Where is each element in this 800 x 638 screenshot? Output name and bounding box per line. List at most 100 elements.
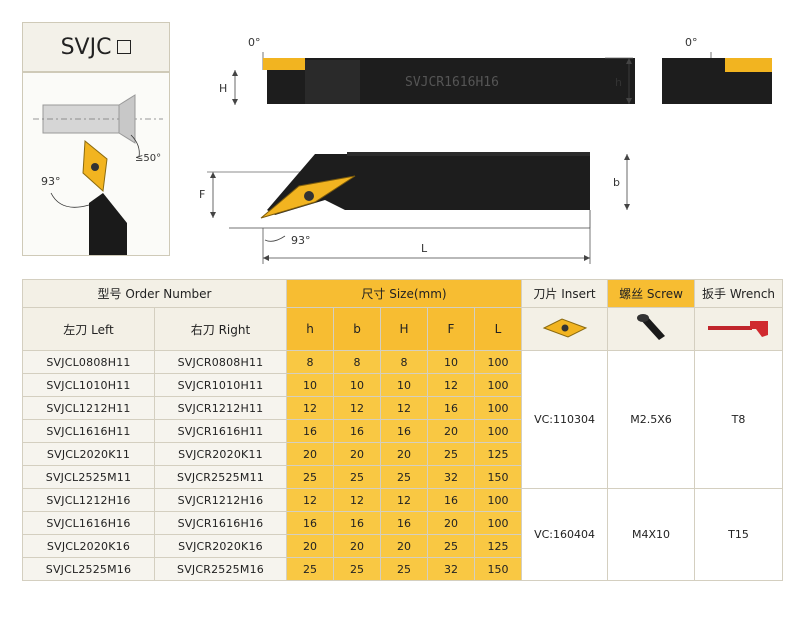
size-H-cell: 8 [380, 350, 428, 374]
shank-body-shape [267, 154, 590, 215]
wrench-icon [707, 320, 768, 337]
size-F-cell: 32 [427, 557, 475, 581]
size-L-cell: 100 [473, 419, 523, 443]
insert-icon-cell [521, 307, 609, 351]
size-H-cell: 12 [380, 396, 428, 420]
insert-spec-cell: VC:110304 [521, 350, 609, 489]
size-h-cell: 8 [286, 350, 334, 374]
wrench-icon-cell [694, 307, 784, 351]
size-b-cell: 8 [333, 350, 381, 374]
size-h-cell: 16 [286, 511, 334, 535]
right-model-cell: SVJCR2525M16 [154, 557, 287, 581]
size-L-cell: 100 [473, 350, 523, 374]
size-H-cell: 20 [380, 534, 428, 558]
dim-h-label: h [615, 76, 622, 89]
left-model-cell: SVJCL0808H11 [22, 350, 155, 374]
detail-illustration: 93° ≤50° [22, 72, 170, 256]
col-b-header: b [333, 307, 381, 351]
right-model-cell: SVJCR1616H16 [154, 511, 287, 535]
screw-icon [637, 313, 666, 340]
tool-side-view: 0° 0° H SVJCR1616H16 h [219, 36, 772, 105]
size-b-cell: 16 [333, 419, 381, 443]
col-h-header: h [286, 307, 334, 351]
size-L-cell: 100 [473, 511, 523, 535]
insert-icon [542, 317, 587, 338]
size-L-cell: 100 [473, 373, 523, 397]
size-H-cell: 12 [380, 488, 428, 512]
dim-L-label: L [421, 242, 428, 255]
insert-spec-cell: VC:160404 [521, 488, 609, 581]
right-model-cell: SVJCR2525M11 [154, 465, 287, 489]
right-model-cell: SVJCR1212H11 [154, 396, 287, 420]
size-F-cell: 25 [427, 534, 475, 558]
left-model-cell: SVJCL2525M11 [22, 465, 155, 489]
header-row-2: 左刀 Left 右刀 Right h b H F L [22, 307, 784, 351]
order-number-header: 型号 Order Number [22, 279, 287, 308]
wrench-spec-cell: T8 [694, 350, 784, 489]
size-F-cell: 20 [427, 419, 475, 443]
size-L-cell: 100 [473, 488, 523, 512]
col-L-header: L [473, 307, 523, 351]
size-b-cell: 20 [333, 534, 381, 558]
size-F-cell: 25 [427, 442, 475, 466]
dim-b-label: b [613, 176, 620, 189]
right-model-cell: SVJCR2020K16 [154, 534, 287, 558]
size-h-cell: 25 [286, 465, 334, 489]
size-h-cell: 16 [286, 419, 334, 443]
size-h-cell: 20 [286, 534, 334, 558]
col-H-header: H [380, 307, 428, 351]
detail-angle-side: ≤50° [135, 153, 161, 164]
left-header: 左刀 Left [22, 307, 155, 351]
left-model-cell: SVJCL2525M16 [22, 557, 155, 581]
size-L-cell: 100 [473, 396, 523, 420]
size-H-cell: 16 [380, 419, 428, 443]
size-H-cell: 25 [380, 557, 428, 581]
size-F-cell: 12 [427, 373, 475, 397]
left-model-cell: SVJCL1212H16 [22, 488, 155, 512]
screw-spec-cell: M4X10 [607, 488, 696, 581]
size-h-cell: 12 [286, 396, 334, 420]
product-code: SVJC [60, 34, 112, 60]
size-L-cell: 125 [473, 442, 523, 466]
size-H-cell: 16 [380, 511, 428, 535]
size-H-cell: 20 [380, 442, 428, 466]
top-angle-right: 0° [685, 36, 698, 49]
col-F-header: F [427, 307, 475, 351]
size-L-cell: 125 [473, 534, 523, 558]
tool-shank-shape [89, 193, 127, 255]
size-b-cell: 25 [333, 557, 381, 581]
product-code-box: SVJC [22, 22, 170, 72]
dim-H-label: H [219, 82, 227, 95]
screw-header: 螺丝 Screw [607, 279, 696, 308]
right-model-cell: SVJCR1212H16 [154, 488, 287, 512]
code-placeholder-square [117, 40, 132, 54]
wrench-header: 扳手 Wrench [694, 279, 784, 308]
size-F-cell: 10 [427, 350, 475, 374]
right-model-cell: SVJCR1616H11 [154, 419, 287, 443]
size-b-cell: 12 [333, 488, 381, 512]
size-b-cell: 16 [333, 511, 381, 535]
size-header: 尺寸 Size(mm) [285, 279, 523, 308]
size-H-cell: 25 [380, 465, 428, 489]
size-h-cell: 10 [286, 373, 334, 397]
left-model-cell: SVJCL2020K16 [22, 534, 155, 558]
detail-drawing: 93° ≤50° [33, 94, 163, 255]
size-h-cell: 25 [286, 557, 334, 581]
dim-F-label: F [199, 188, 205, 201]
shank-marking: SVJCR1616H16 [405, 75, 499, 90]
size-h-cell: 20 [286, 442, 334, 466]
size-F-cell: 32 [427, 465, 475, 489]
size-F-cell: 20 [427, 511, 475, 535]
size-b-cell: 10 [333, 373, 381, 397]
size-h-cell: 12 [286, 488, 334, 512]
size-L-cell: 150 [473, 465, 523, 489]
left-model-cell: SVJCL1616H16 [22, 511, 155, 535]
detail-angle-main: 93° [41, 175, 61, 188]
